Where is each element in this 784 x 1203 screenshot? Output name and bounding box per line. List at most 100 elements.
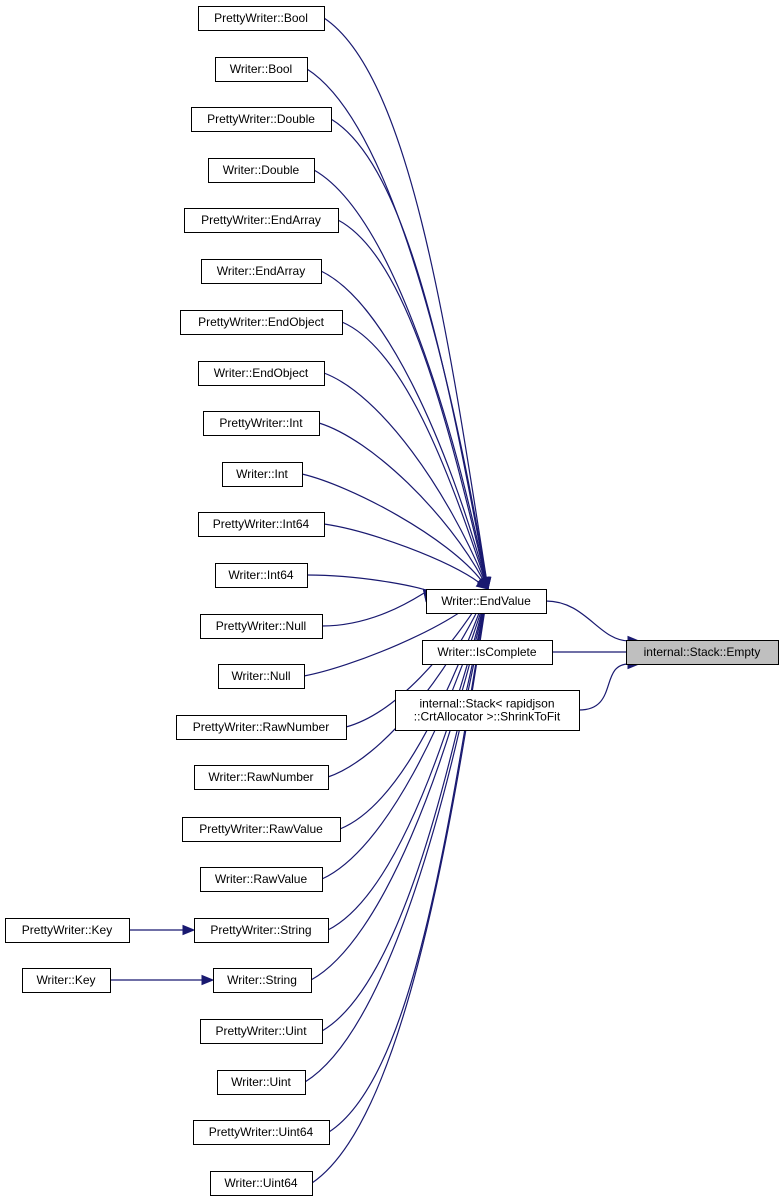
node-label: Writer::Uint: [231, 1075, 291, 1089]
node-box: [22, 968, 111, 993]
node-box: [193, 1120, 330, 1145]
edge-line: [306, 68, 487, 580]
node-w-int[interactable]: Writer::Int: [222, 462, 303, 487]
edge-w-int64-to-endvalue: [306, 574, 434, 603]
node-w-double[interactable]: Writer::Double: [208, 158, 315, 183]
node-w-key[interactable]: Writer::Key: [22, 968, 111, 993]
node-box: [198, 6, 325, 31]
node-label: PrettyWriter::String: [210, 923, 311, 937]
node-label: Writer::Uint64: [224, 1176, 297, 1190]
edge-pw-uint64-to-endvalue: [328, 587, 492, 1133]
node-box: [215, 57, 308, 82]
node-pw-endobject[interactable]: PrettyWriter::EndObject: [180, 310, 343, 335]
node-w-uint64[interactable]: Writer::Uint64: [210, 1171, 313, 1196]
node-iscomplete[interactable]: Writer::IsComplete: [422, 640, 553, 665]
node-box: [422, 640, 553, 665]
edge-line: [330, 118, 487, 580]
node-label: PrettyWriter::Key: [22, 923, 112, 937]
node-label: PrettyWriter::RawNumber: [193, 720, 329, 734]
node-label: PrettyWriter::EndObject: [198, 315, 324, 329]
node-box: [194, 918, 329, 943]
node-pw-rawnumber[interactable]: PrettyWriter::RawNumber: [176, 715, 347, 740]
edge-line: [320, 270, 486, 580]
node-box: [200, 1019, 323, 1044]
edge-pw-bool-to-endvalue: [323, 17, 492, 591]
edge-w-double-to-endvalue: [313, 169, 491, 591]
edge-pw-int64-to-endvalue: [323, 523, 490, 590]
edge-line: [310, 598, 487, 981]
node-label: Writer::Double: [223, 163, 300, 177]
node-w-string[interactable]: Writer::String: [213, 968, 312, 993]
node-box: [208, 158, 315, 183]
node-label: PrettyWriter::Null: [216, 619, 306, 633]
edge-line: [341, 321, 486, 580]
edge-line: [318, 422, 484, 581]
node-w-null[interactable]: Writer::Null: [218, 664, 305, 689]
edge-line: [578, 663, 630, 711]
node-label: PrettyWriter::RawValue: [199, 822, 323, 836]
node-label: Writer::Key: [36, 973, 95, 987]
node-label: Writer::String: [227, 973, 297, 987]
node-label: Writer::IsComplete: [437, 645, 536, 659]
node-box: [5, 918, 130, 943]
node-pw-int64[interactable]: PrettyWriter::Int64: [198, 512, 325, 537]
edge-w-int-to-endvalue: [301, 473, 489, 591]
node-box: [180, 310, 343, 335]
edge-line: [313, 169, 487, 580]
node-pw-int[interactable]: PrettyWriter::Int: [203, 411, 320, 436]
node-label: PrettyWriter::Int: [219, 416, 303, 430]
node-box: [200, 867, 323, 892]
node-endvalue[interactable]: Writer::EndValue: [426, 589, 547, 614]
node-label: Writer::Null: [231, 669, 290, 683]
node-box: [626, 640, 779, 665]
edge-arrowhead: [182, 924, 196, 936]
edge-line: [321, 598, 487, 1032]
node-box: [218, 664, 305, 689]
node-shrinktofit[interactable]: internal::Stack< rapidjson::CrtAllocator…: [395, 690, 580, 731]
node-box: [184, 208, 339, 233]
node-w-rawvalue[interactable]: Writer::RawValue: [200, 867, 323, 892]
node-label: PrettyWriter::Bool: [214, 11, 308, 25]
edge-line: [321, 590, 429, 627]
edge-pw-key-to-pw-string: [129, 924, 196, 936]
node-box: [176, 715, 347, 740]
node-pw-string[interactable]: PrettyWriter::String: [194, 918, 329, 943]
node-box: [210, 1171, 313, 1196]
edge-line: [345, 597, 484, 728]
node-box: [215, 563, 308, 588]
node-label: Writer::RawValue: [215, 872, 308, 886]
node-box: [201, 259, 322, 284]
node-label: PrettyWriter::Uint: [215, 1024, 307, 1038]
edge-line: [304, 598, 487, 1083]
node-pw-bool[interactable]: PrettyWriter::Bool: [198, 6, 325, 31]
node-box: [191, 107, 332, 132]
edge-line: [545, 600, 630, 642]
node-w-endobject[interactable]: Writer::EndObject: [198, 361, 325, 386]
edge-arrowhead: [201, 974, 215, 986]
node-pw-uint64[interactable]: PrettyWriter::Uint64: [193, 1120, 330, 1145]
node-box: [395, 690, 580, 731]
node-box: [200, 614, 323, 639]
node-label: Writer::Int64: [228, 568, 293, 582]
node-pw-key[interactable]: PrettyWriter::Key: [5, 918, 130, 943]
edge-pw-null-to-endvalue: [321, 588, 434, 627]
node-pw-rawvalue[interactable]: PrettyWriter::RawValue: [182, 817, 341, 842]
node-label: Writer::Bool: [230, 62, 292, 76]
node-w-bool[interactable]: Writer::Bool: [215, 57, 308, 82]
node-w-rawnumber[interactable]: Writer::RawNumber: [194, 765, 329, 790]
node-box: [198, 512, 325, 537]
node-pw-null[interactable]: PrettyWriter::Null: [200, 614, 323, 639]
node-w-uint[interactable]: Writer::Uint: [217, 1070, 306, 1095]
node-pw-uint[interactable]: PrettyWriter::Uint: [200, 1019, 323, 1044]
edge-w-key-to-w-string: [110, 974, 215, 986]
node-w-endarray[interactable]: Writer::EndArray: [201, 259, 322, 284]
edge-w-endarray-to-endvalue: [320, 270, 490, 591]
node-label: PrettyWriter::Int64: [213, 517, 310, 531]
node-label: PrettyWriter::Uint64: [209, 1125, 314, 1139]
node-pw-endarray[interactable]: PrettyWriter::EndArray: [184, 208, 339, 233]
edge-iscomplete-to-empty: [552, 646, 641, 658]
node-pw-double[interactable]: PrettyWriter::Double: [191, 107, 332, 132]
node-w-int64[interactable]: Writer::Int64: [215, 563, 308, 588]
edge-pw-endarray-to-endvalue: [337, 219, 491, 591]
